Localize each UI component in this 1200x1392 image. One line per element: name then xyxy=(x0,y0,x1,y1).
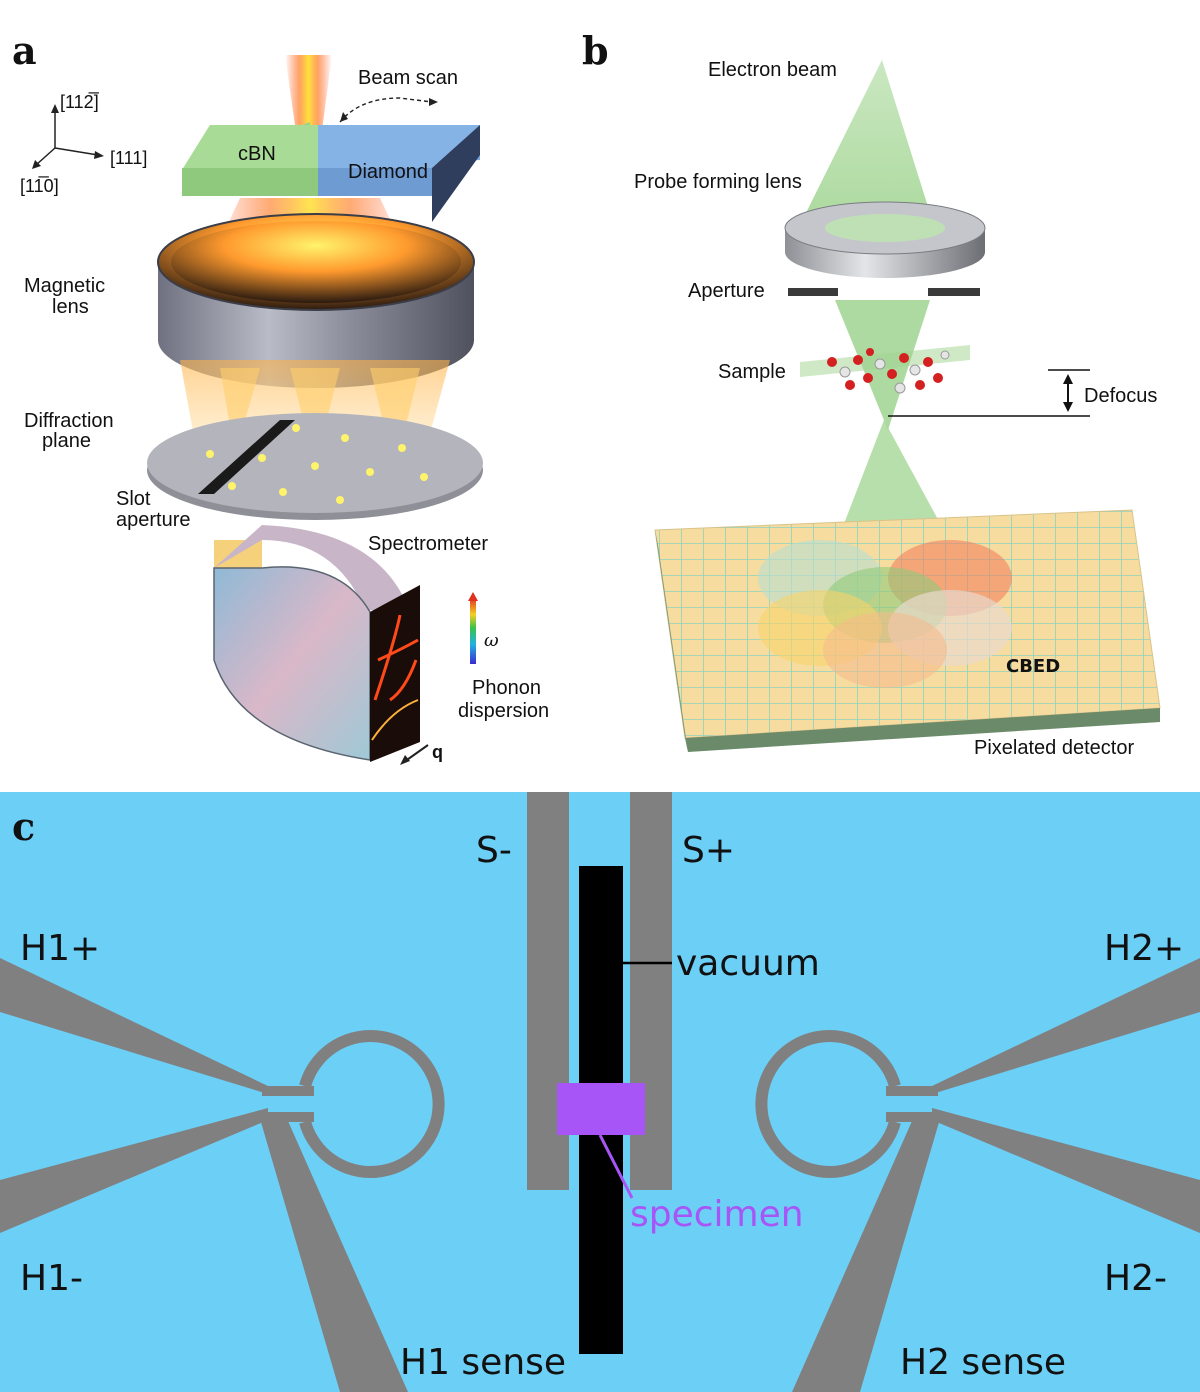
h1-sense-label: H1 sense xyxy=(400,1342,566,1383)
specimen-leader xyxy=(598,1134,634,1199)
panel-a-letter: a xyxy=(12,28,37,73)
axis-label-right: [111] xyxy=(110,148,147,168)
axis-label-up: [112̅] xyxy=(60,92,100,112)
defocus-label: Defocus xyxy=(1084,385,1157,407)
specimen-label: specimen xyxy=(630,1194,804,1235)
heater-2 xyxy=(755,958,1200,1392)
diffraction-plane-label-2: plane xyxy=(42,430,91,452)
aperture-left-blade xyxy=(788,288,838,296)
sample-slab: cBN Diamond xyxy=(182,122,480,222)
defocus-marker: Defocus xyxy=(888,369,1157,417)
panel-c: c S- S+ H1+ H2+ xyxy=(0,792,1200,1392)
h1-minus-label: H1- xyxy=(20,1258,83,1299)
phonon-dispersion-label-2: dispersion xyxy=(458,700,549,722)
q-label: q xyxy=(432,742,443,762)
probe-forming-lens xyxy=(784,201,986,278)
heater-1 xyxy=(0,958,445,1392)
diamond-label: Diamond xyxy=(348,161,428,183)
s-minus-label: S- xyxy=(476,830,512,871)
slot-aperture-label-1: Slot xyxy=(116,488,151,510)
aperture-right-blade xyxy=(928,288,980,296)
h2-plus-label: H2+ xyxy=(1104,928,1184,969)
beam-scan-label: Beam scan xyxy=(358,67,458,89)
probe-forming-lens-label: Probe forming lens xyxy=(634,171,802,193)
omega-label: ω xyxy=(484,630,499,651)
aperture-label: Aperture xyxy=(688,280,765,302)
panel-c-letter: c xyxy=(12,804,35,849)
phonon-dispersion-label-1: Phonon xyxy=(472,677,541,699)
vacuum-label: vacuum xyxy=(676,943,820,984)
diffraction-plane: Diffraction plane Slot aperture xyxy=(24,410,483,531)
spectrometer: Spectrometer xyxy=(213,525,488,762)
axis-label-diag: [11̅0] xyxy=(20,176,59,196)
sample-label: Sample xyxy=(718,361,786,383)
h1-plus-label: H1+ xyxy=(20,928,100,969)
beam-scan-arrow xyxy=(339,97,433,123)
pixelated-detector: CBED Pixelated detector xyxy=(654,509,1161,759)
s-plus-label: S+ xyxy=(682,830,735,871)
electron-beam-label: Electron beam xyxy=(708,59,837,81)
sample-atoms xyxy=(800,345,970,394)
diffraction-plane-label-1: Diffraction xyxy=(24,410,114,432)
h2-sense-label: H2 sense xyxy=(900,1342,1066,1383)
magnetic-lens: Magnetic lens xyxy=(24,213,475,388)
h2-minus-label: H2- xyxy=(1104,1258,1167,1299)
cbn-label: cBN xyxy=(238,143,276,165)
magnetic-lens-label-1: Magnetic xyxy=(24,275,105,297)
omega-colorbar xyxy=(470,598,476,664)
panel-b-letter: b xyxy=(582,28,609,73)
crystal-axes: [112̅] [111] [11̅0] xyxy=(20,92,147,196)
specimen xyxy=(557,1083,645,1135)
electron-beam-upper xyxy=(790,60,940,245)
spectrometer-label: Spectrometer xyxy=(368,533,488,555)
magnetic-lens-label-2: lens xyxy=(52,296,89,318)
panel-b: b Electron beam Probe forming lens Apert… xyxy=(582,28,1161,759)
pixelated-detector-label: Pixelated detector xyxy=(974,737,1134,759)
panel-a: a [112̅] [111] [11̅0] Beam scan xyxy=(12,28,549,765)
cbed-label: CBED xyxy=(1006,656,1060,677)
slot-aperture-label-2: aperture xyxy=(116,509,191,531)
